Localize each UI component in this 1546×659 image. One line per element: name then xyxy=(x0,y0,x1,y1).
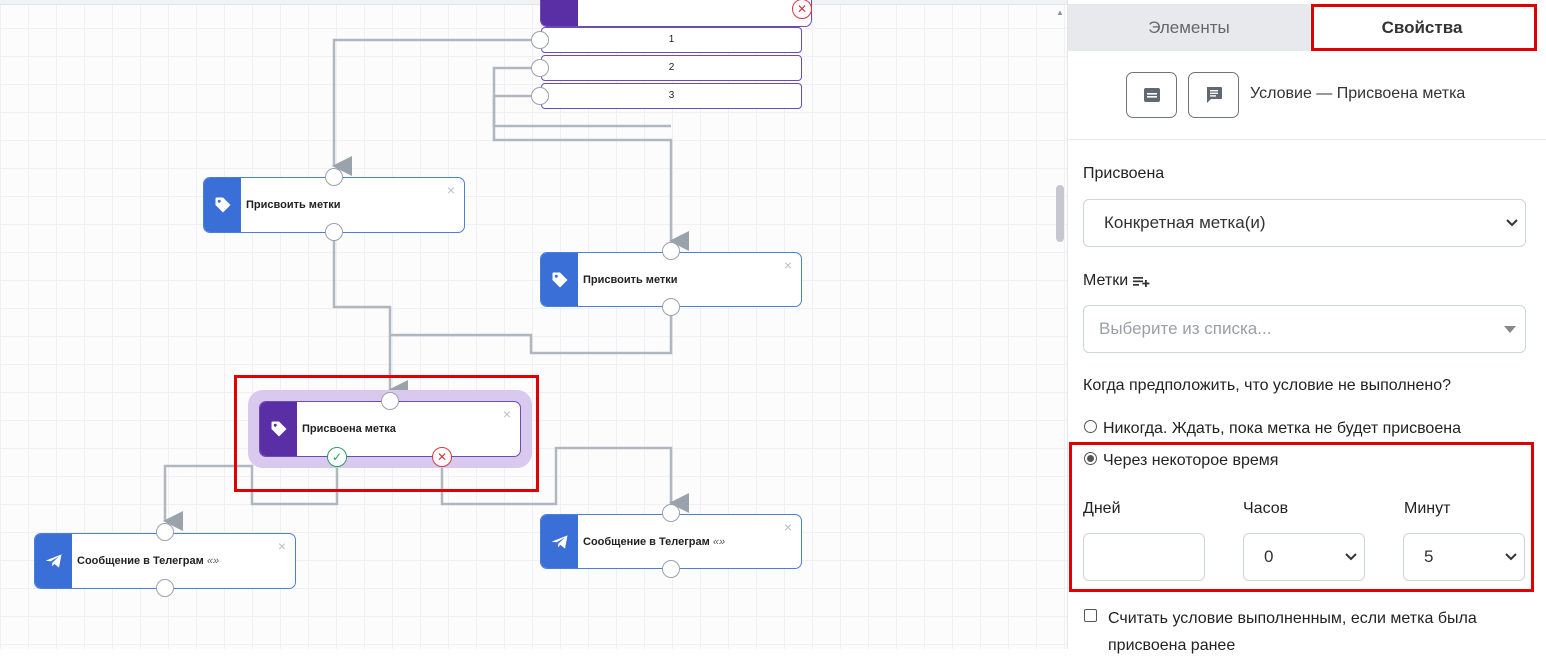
condition-node[interactable]: Присвоена метка × xyxy=(259,401,521,457)
radio-after-time-label[interactable]: Через некоторое время xyxy=(1103,452,1279,469)
hours-select[interactable]: 0 xyxy=(1243,533,1365,581)
delay-settings-highlight-box xyxy=(1069,442,1534,592)
telegram-message-node-2[interactable]: Сообщение в Телеграм «» × xyxy=(540,514,802,569)
input-port[interactable] xyxy=(325,168,343,186)
chevron-down-icon xyxy=(1505,553,1517,561)
properties-tab-highlight xyxy=(1311,4,1537,51)
assign-tags-node-1[interactable]: Присвоить метки × xyxy=(203,177,465,233)
chevron-down-icon xyxy=(1506,219,1518,227)
node-title: Присвоить метки xyxy=(583,273,678,286)
output-port[interactable] xyxy=(156,579,174,597)
chevron-down-icon xyxy=(1345,553,1357,561)
hours-label: Часов xyxy=(1243,500,1289,517)
tags-select[interactable]: Выберите из списка... xyxy=(1083,305,1526,353)
playlist-add-icon xyxy=(1132,276,1149,287)
wire-no-telegram2 xyxy=(440,446,689,513)
branch-port-1[interactable] xyxy=(531,31,549,49)
node-title: Присвоена метка xyxy=(302,423,396,435)
node-title: Присвоить метки xyxy=(246,199,341,211)
radio-never-label[interactable]: Никогда. Ждать, пока метка не будет прис… xyxy=(1103,420,1461,437)
assigned-earlier-checkbox[interactable] xyxy=(1084,609,1097,622)
output-port[interactable] xyxy=(662,560,680,578)
top-condition-node[interactable] xyxy=(540,0,812,27)
wire-branch2 xyxy=(492,66,689,251)
branch-row-1[interactable]: 1 xyxy=(541,27,802,53)
radio-after-time[interactable] xyxy=(1084,452,1097,465)
panel-divider xyxy=(1068,139,1546,140)
wire-yes-telegram1 xyxy=(163,457,339,531)
connection-lines xyxy=(163,38,689,531)
wire-tags2-condition xyxy=(390,307,673,355)
scroll-up-arrow-icon[interactable]: ▲ xyxy=(1056,8,1064,17)
input-port[interactable] xyxy=(156,523,174,541)
wire-branch1 xyxy=(332,38,540,176)
input-port[interactable] xyxy=(662,504,680,522)
close-icon[interactable]: × xyxy=(502,406,511,422)
top-node-icon xyxy=(541,0,578,26)
top-node-no-icon[interactable]: ✕ xyxy=(792,0,812,19)
wire-tags1-condition xyxy=(332,232,408,400)
tags-label: Метки xyxy=(1083,272,1151,290)
not-met-question: Когда предположить, что условие не выпол… xyxy=(1083,377,1452,394)
minutes-label: Минут xyxy=(1404,500,1451,517)
yes-output-icon[interactable]: ✓ xyxy=(327,447,347,467)
radio-never[interactable] xyxy=(1084,420,1097,433)
canvas-scrollbar-thumb[interactable] xyxy=(1056,185,1064,242)
condition-highlight-box xyxy=(234,375,539,492)
close-icon[interactable]: × xyxy=(277,538,286,554)
note-icon xyxy=(1143,88,1160,102)
input-port[interactable] xyxy=(662,242,680,260)
branch-port-2[interactable] xyxy=(531,59,549,77)
branch-port-3[interactable] xyxy=(531,87,549,105)
tag-icon xyxy=(541,253,578,306)
panel-title: Условие — Присвоена метка xyxy=(1250,85,1466,102)
assign-tags-node-2[interactable]: Присвоить метки × xyxy=(540,252,802,307)
branch-row-2[interactable]: 2 xyxy=(541,55,802,81)
input-port[interactable] xyxy=(381,392,399,410)
tab-elements[interactable]: Элементы xyxy=(1068,4,1310,51)
close-icon[interactable]: × xyxy=(783,519,792,535)
assigned-select[interactable]: Конкретная метка(и) xyxy=(1083,199,1526,247)
tag-icon xyxy=(260,402,297,456)
minutes-select[interactable]: 5 xyxy=(1403,533,1525,581)
telegram-icon xyxy=(35,534,72,588)
canvas-top-border xyxy=(0,0,1067,5)
note-button[interactable] xyxy=(1126,72,1177,118)
no-output-icon[interactable]: ✕ xyxy=(432,447,452,467)
output-port[interactable] xyxy=(662,298,680,316)
assigned-earlier-label[interactable]: Считать условие выполненным, если метка … xyxy=(1108,610,1477,654)
assigned-label: Присвоена xyxy=(1083,165,1165,182)
caret-down-icon xyxy=(1504,326,1516,333)
wire-branch3 xyxy=(492,94,671,128)
telegram-icon xyxy=(541,515,578,568)
output-port[interactable] xyxy=(325,223,343,241)
branch-row-3[interactable]: 3 xyxy=(541,83,802,109)
comment-button[interactable] xyxy=(1188,72,1239,118)
tag-icon xyxy=(204,178,241,232)
node-title: Сообщение в Телеграм «» xyxy=(77,555,220,567)
tab-properties[interactable]: Свойства xyxy=(1310,4,1534,51)
close-icon[interactable]: × xyxy=(446,182,455,198)
node-title: Сообщение в Телеграм «» xyxy=(583,535,726,548)
days-label: Дней xyxy=(1083,500,1121,517)
comment-icon xyxy=(1206,87,1222,103)
close-icon[interactable]: × xyxy=(783,257,792,273)
days-input[interactable] xyxy=(1083,533,1205,581)
flow-canvas[interactable]: ✕ 1 2 3 Присвоить метки × Присвоить метк… xyxy=(0,0,1067,649)
